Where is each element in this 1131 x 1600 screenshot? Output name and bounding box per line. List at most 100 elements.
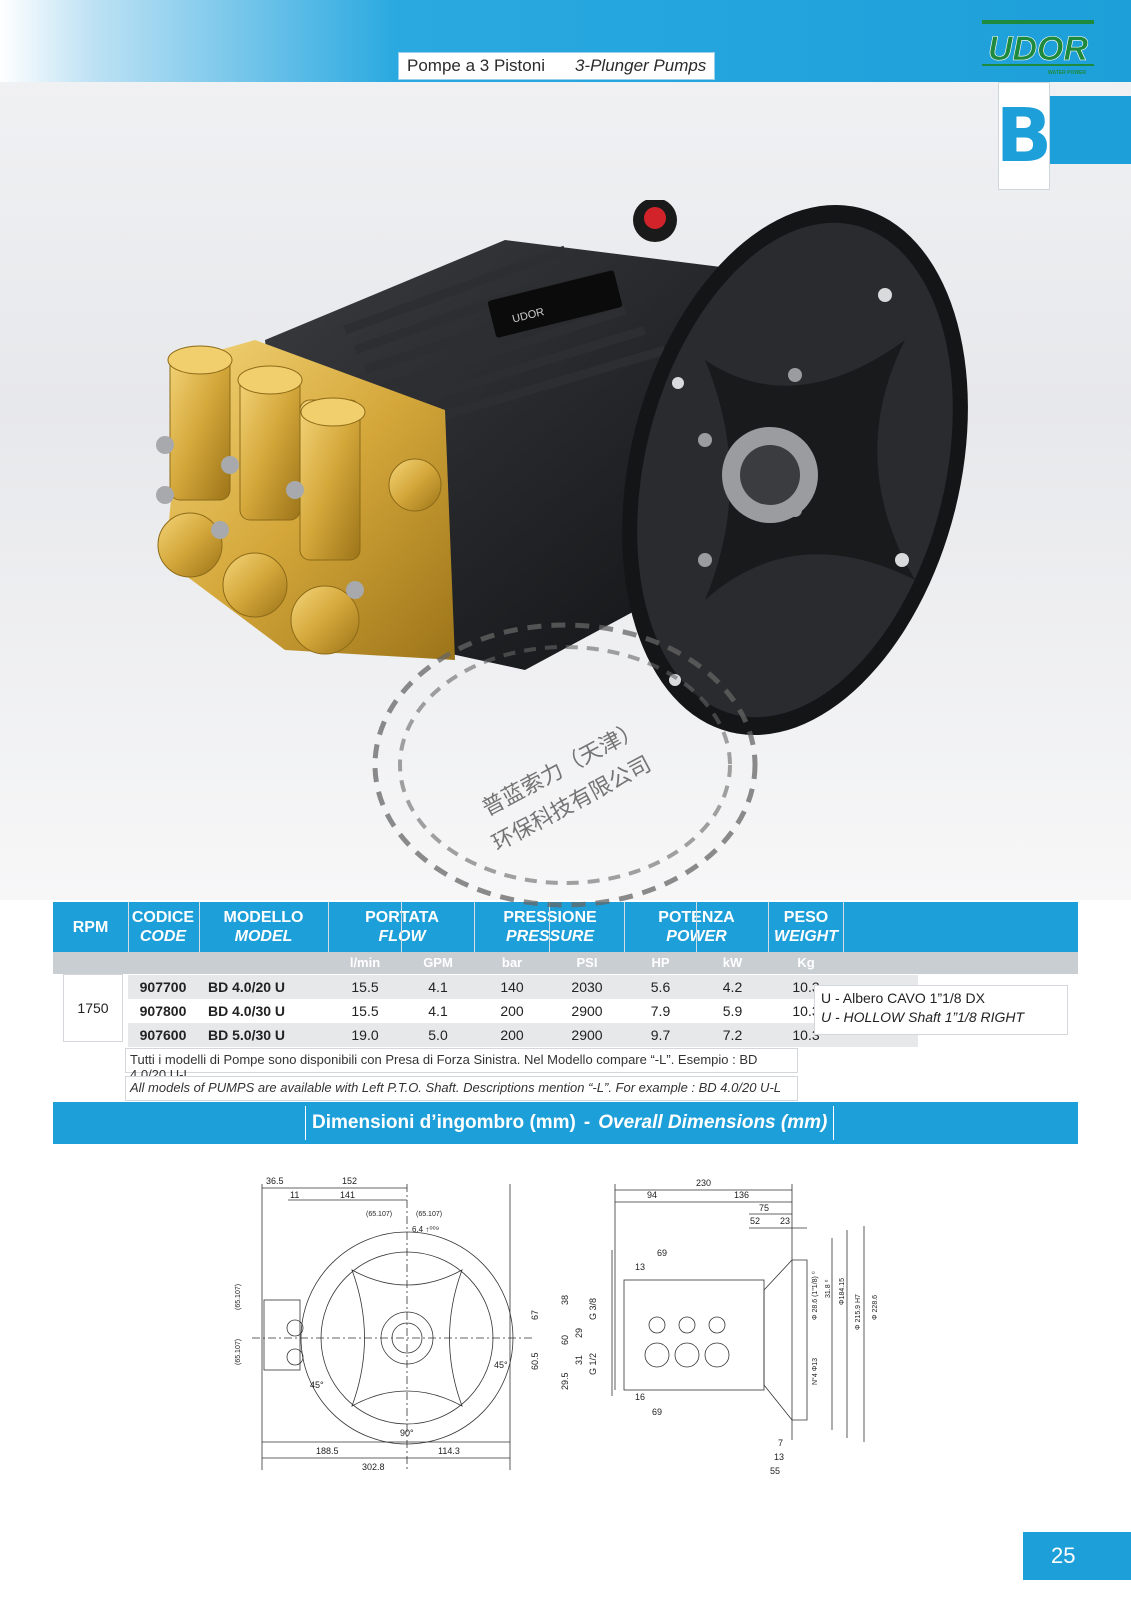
dim-label: 114.3 — [438, 1446, 460, 1456]
section-tab — [1050, 96, 1131, 164]
dim-label: 6.4 ↑⁰⁰⁹ — [412, 1225, 439, 1234]
logo-top-stripe — [982, 20, 1094, 24]
dim-label: (65.107) — [366, 1211, 392, 1218]
dim-label: 67 — [530, 1310, 540, 1320]
header-weight-en: WEIGHT — [774, 928, 838, 945]
unit-kw: kW — [722, 955, 743, 970]
stamp-inner-ring — [398, 645, 732, 885]
technical-drawing: 36.5 152 11 141 (65.107) (65.107) 6.4 ↑⁰… — [235, 1176, 879, 1476]
dim-label: 45° — [310, 1380, 324, 1390]
cell-gpm: 5.0 — [428, 1027, 448, 1043]
unit-lmin: l/min — [349, 955, 381, 970]
cell-model: BD 4.0/20 U — [208, 979, 286, 995]
column-divider — [199, 902, 200, 974]
header-model-it: MODELLO — [223, 909, 304, 926]
unit-psi: PSI — [576, 955, 598, 970]
header-title-box: Pompe a 3 Pistoni 3-Plunger Pumps — [398, 52, 716, 80]
dim-label: 16 — [635, 1392, 645, 1402]
dimensions-title: Dimensioni d’ingombro (mm) - Overall Dim… — [305, 1106, 835, 1140]
dim-label: (65.107) — [235, 1339, 242, 1365]
cell-lmin: 15.5 — [351, 979, 379, 995]
dim-label: 188.5 — [316, 1446, 339, 1456]
dim-label: 152 — [342, 1176, 357, 1186]
side-view-body — [623, 1279, 765, 1391]
pump-product-image: UDOR — [156, 200, 968, 736]
header-weight: PESO WEIGHT — [768, 908, 844, 946]
cell-kg: 10.3 — [792, 979, 820, 995]
cell-psi: 2900 — [571, 1003, 603, 1019]
dim-label: 13 — [635, 1262, 645, 1272]
section-letter: B — [996, 82, 1052, 190]
column-divider — [768, 902, 769, 974]
dim-label: 29.5 — [560, 1372, 570, 1390]
dim-label: 90° — [400, 1428, 414, 1438]
header-rpm-label: RPM — [72, 919, 109, 936]
cell-bar: 200 — [500, 1003, 524, 1019]
dim-label: N°4 Φ13 — [811, 1358, 819, 1385]
unit-kg: Kg — [797, 955, 815, 970]
name-plate — [487, 270, 623, 338]
header-title-it: Pompe a 3 Pistoni — [407, 56, 545, 75]
dim-label: 38 — [560, 1295, 570, 1305]
cell-code: 907800 — [139, 1003, 187, 1019]
left-pto-note-it: Tutti i modelli di Pompe sono disponibil… — [125, 1048, 798, 1082]
dimensions-band — [53, 1102, 1078, 1144]
dim-label: (65.107) — [416, 1211, 442, 1218]
pump-flange — [622, 204, 968, 736]
dim-label: 45° — [494, 1360, 508, 1370]
cell-hp: 7.9 — [650, 1003, 671, 1019]
column-divider — [474, 902, 475, 974]
watermark-stamp: 普蓝索力（天津） 环保科技有限公司 — [372, 622, 758, 908]
header-rpm: RPM — [53, 918, 128, 937]
page-number: 25 — [1023, 1532, 1131, 1580]
dim-label: 94 — [647, 1190, 657, 1200]
dim-label: 141 — [340, 1190, 355, 1200]
cell-psi: 2900 — [571, 1027, 603, 1043]
cell-bar: 200 — [500, 1027, 524, 1043]
cell-bar: 140 — [500, 979, 524, 995]
side-view-dimensions: 230 94 136 75 52 23 69 13 67 38 60 60.5 … — [530, 1178, 879, 1476]
dim-label: Φ 228.6 — [872, 1295, 879, 1320]
dim-label: 302.8 — [362, 1462, 385, 1472]
dim-label: 31.8 ⁰ — [824, 1279, 832, 1298]
dim-label: 60 — [560, 1335, 570, 1345]
front-view-dimensions: 36.5 152 11 141 (65.107) (65.107) 6.4 ↑⁰… — [235, 1176, 508, 1472]
dim-label: 136 — [734, 1190, 749, 1200]
header-model: MODELLO MODEL — [200, 908, 327, 946]
cell-gpm: 4.1 — [428, 1003, 448, 1019]
table-row: 907700 BD 4.0/20 U 15.5 4.1 140 2030 5.6… — [128, 975, 918, 999]
cell-hp: 9.7 — [650, 1027, 671, 1043]
dim-label: 69 — [657, 1248, 667, 1258]
cell-lmin: 19.0 — [351, 1027, 379, 1043]
dimensions-title-separator: - — [583, 1112, 591, 1133]
header-pressure-en: PRESSURE — [505, 928, 595, 945]
header-code-it: CODICE — [131, 909, 195, 926]
dim-label: (65.107) — [235, 1284, 242, 1310]
dim-label: 75 — [759, 1203, 769, 1213]
dim-label: 52 — [750, 1216, 760, 1226]
cell-hp: 5.6 — [650, 979, 671, 995]
header-code-en: CODE — [139, 928, 187, 945]
udor-logo: UDOR WATER POWER — [982, 20, 1094, 76]
cell-model: BD 4.0/30 U — [208, 1003, 286, 1019]
header-pressure: PRESSIONE PRESSURE — [475, 908, 625, 946]
cell-psi: 2030 — [571, 979, 603, 995]
column-divider — [843, 902, 844, 974]
logo-bottom-stripe — [982, 64, 1094, 66]
dim-label: 69 — [652, 1407, 662, 1417]
unit-gpm: GPM — [423, 955, 453, 970]
cell-kg: 10.3 — [792, 1027, 820, 1043]
left-pto-note-en: All models of PUMPS are available with L… — [125, 1076, 798, 1101]
column-divider — [128, 902, 129, 974]
table-header: RPM CODICE CODE MODELLO MODEL PORTATA FL… — [53, 902, 1078, 974]
dim-label: 55 — [770, 1466, 780, 1476]
dim-label: 29 — [574, 1328, 584, 1338]
stamp-outer-ring — [372, 622, 758, 908]
dimensions-title-it: Dimensioni d’ingombro (mm) — [312, 1112, 576, 1133]
cell-kw: 7.2 — [722, 1027, 743, 1043]
oil-cap-red-icon — [644, 207, 666, 229]
header-model-en: MODEL — [234, 928, 293, 945]
shaft-note-en: U - HOLLOW Shaft 1”1/8 RIGHT — [821, 1009, 1025, 1025]
column-divider — [401, 902, 402, 974]
column-divider — [696, 902, 697, 974]
